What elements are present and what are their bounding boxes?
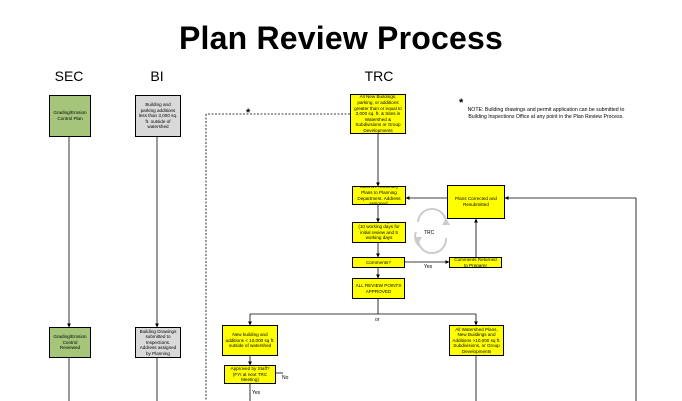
label-trc-cycle: TRC bbox=[424, 230, 435, 236]
box-trc-comments: Comments? bbox=[352, 257, 405, 268]
box-trc-new-building-small: New building and additions < 10,000 sq f… bbox=[222, 325, 278, 356]
label-yes-approved: Yes bbox=[252, 390, 261, 396]
box-bi-small-building: Building and parking additions less than… bbox=[135, 95, 181, 137]
box-trc-submit-preliminary: Submit Preliminary Plans to Planning Dep… bbox=[352, 186, 406, 205]
box-trc-comments-returned: Comments Returned to Preparer bbox=[449, 257, 502, 268]
box-trc-new-buildings: All New Buildings, parking, or additions… bbox=[350, 94, 406, 134]
box-bi-drawings-submitted: Building Drawings submitted to Inspectio… bbox=[135, 327, 181, 358]
label-no: No bbox=[282, 375, 289, 381]
box-trc-approved-by-staff: Approved by Staff? (FYI at next TRC Meet… bbox=[224, 365, 276, 384]
box-sec-grading-reviewed: Grading/Erosion Control Reviewed bbox=[49, 327, 91, 358]
box-sec-grading-plan: Grading/Erosion Control Plan bbox=[49, 95, 91, 137]
review-cycle-icon bbox=[414, 207, 448, 255]
page-title: Plan Review Process bbox=[179, 20, 503, 56]
box-trc-plans-corrected: Plans Corrected and Resubmitted bbox=[447, 185, 505, 219]
note-star: * bbox=[459, 97, 464, 109]
box-trc-all-review-points: ALL REVIEW POINTS APPROVED bbox=[352, 278, 405, 299]
note-text: NOTE: Building drawings and permit appli… bbox=[467, 107, 625, 120]
label-or: or bbox=[375, 317, 380, 323]
column-heading-bi: BI bbox=[150, 68, 164, 84]
box-trc-watershed-plans: All Watershed Plans, New Buildings and A… bbox=[449, 325, 504, 356]
column-heading-sec: SEC bbox=[54, 68, 84, 84]
column-heading-trc: TRC bbox=[364, 68, 394, 84]
label-yes-comments: Yes bbox=[424, 264, 433, 270]
note-star-marker: * bbox=[246, 107, 251, 119]
box-trc-plan-review-staff: Plan Review by Staff (10 working days fo… bbox=[352, 222, 406, 243]
